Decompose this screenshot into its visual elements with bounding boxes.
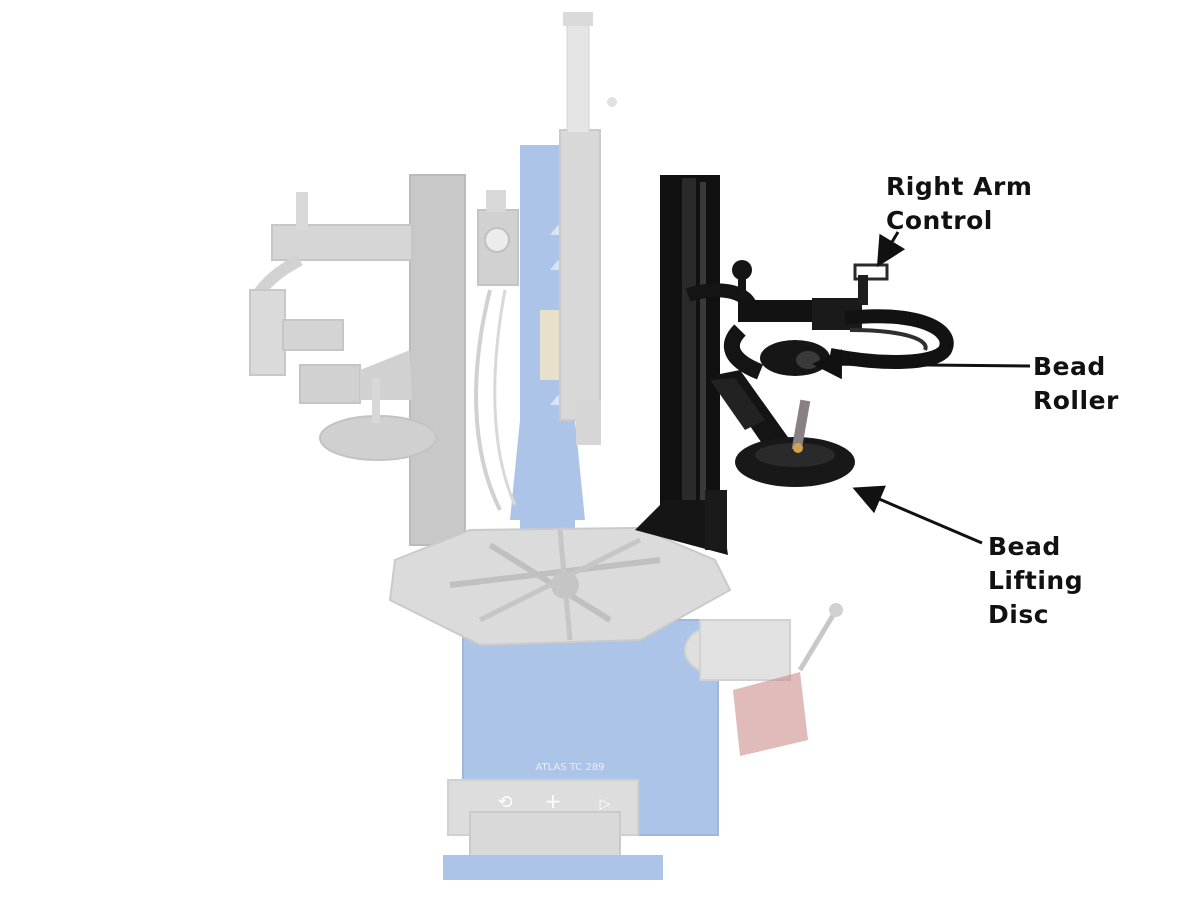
callout-bead-roller-line2: Roller xyxy=(1033,386,1119,415)
left-helper-column xyxy=(249,174,466,546)
callout-bead-disc-line2: Lifting xyxy=(988,566,1084,595)
callout-bead-roller-line1: Bead xyxy=(1033,352,1106,381)
callout-bead-roller: Bead Roller xyxy=(1033,350,1119,418)
callout-bead-lifting-disc: Bead Lifting Disc xyxy=(988,530,1083,632)
brand-plate: ATLAS TC 289 xyxy=(535,762,604,773)
svg-text:▷: ▷ xyxy=(600,796,611,812)
tire-inflator-lever xyxy=(699,603,843,756)
right-helper-arm xyxy=(635,175,954,555)
callout-right-arm-line1: Right Arm xyxy=(886,172,1033,201)
callout-bead-disc-line1: Bead xyxy=(988,532,1061,561)
leader-lines xyxy=(812,231,1031,545)
callout-bead-disc-line3: Disc xyxy=(988,600,1050,629)
svg-text:+: + xyxy=(545,789,562,813)
machine-base-cabinet: ATLAS TC 289 ⟲ + ▷ xyxy=(443,619,719,880)
callout-right-arm-control: Right Arm Control xyxy=(886,170,1032,238)
machine-center-column xyxy=(510,12,617,535)
leader-right-arm-control xyxy=(876,231,906,268)
leader-bead-lifting-disc xyxy=(852,485,983,545)
callout-right-arm-line2: Control xyxy=(886,206,993,235)
right-arm-control-handle xyxy=(853,263,889,281)
svg-text:⟲: ⟲ xyxy=(497,792,512,813)
faded-machine: ATLAS TC 289 ⟲ + ▷ xyxy=(249,12,843,880)
leader-bead-roller xyxy=(812,349,1031,380)
pressure-gauge xyxy=(477,190,519,286)
